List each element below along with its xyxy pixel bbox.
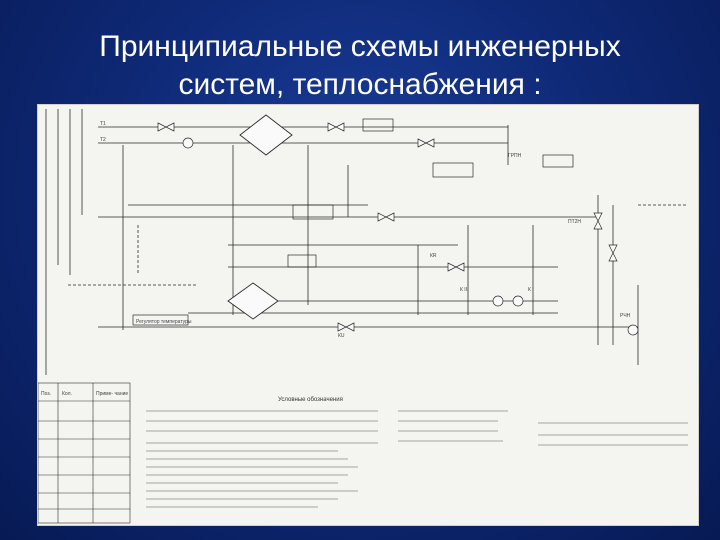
heat-exchangers <box>227 114 293 320</box>
spec-table-header-pos: Поз. <box>41 391 51 397</box>
legend-title: Условные обозначения <box>278 397 343 403</box>
label-regulator: Регулятор температуры <box>136 319 192 325</box>
spec-table <box>38 382 131 524</box>
label-k-i: К I <box>528 287 534 293</box>
label-ku: КU <box>338 333 345 339</box>
label-t2: Т2 <box>100 137 106 143</box>
pumps <box>182 137 639 336</box>
label-pts-n: ПТ2Н <box>568 219 581 225</box>
label-t1: Т1 <box>100 121 106 127</box>
heat-exchanger-bottom <box>227 282 279 320</box>
heat-exchanger-top <box>239 114 293 156</box>
slide-title-line-2: систем, теплоснабжения : <box>178 68 542 101</box>
label-k-iii: К III <box>460 287 468 293</box>
heating-schematic-drawing: ГРПН ПТ2Н КU КR К I К III Т1 Т2 РЧН Регу… <box>37 104 699 526</box>
label-kr: КR <box>430 253 437 259</box>
spec-table-header-qty: Кол. <box>62 391 72 397</box>
schematic-svg: ГРПН ПТ2Н КU КR К I К III Т1 Т2 РЧН Регу… <box>38 109 688 524</box>
valves <box>157 122 618 332</box>
spec-table-header-note: Приме- чание <box>96 391 128 397</box>
label-prn: РЧН <box>620 313 631 319</box>
slide-title: Принципиальные схемы инженерных систем, … <box>40 28 680 104</box>
pipe-lines <box>45 109 688 375</box>
equipment-boxes <box>132 118 574 326</box>
slide-title-line-1: Принципиальные схемы инженерных <box>99 30 621 63</box>
label-grpn: ГРПН <box>508 153 522 159</box>
legend-lines <box>146 410 688 508</box>
